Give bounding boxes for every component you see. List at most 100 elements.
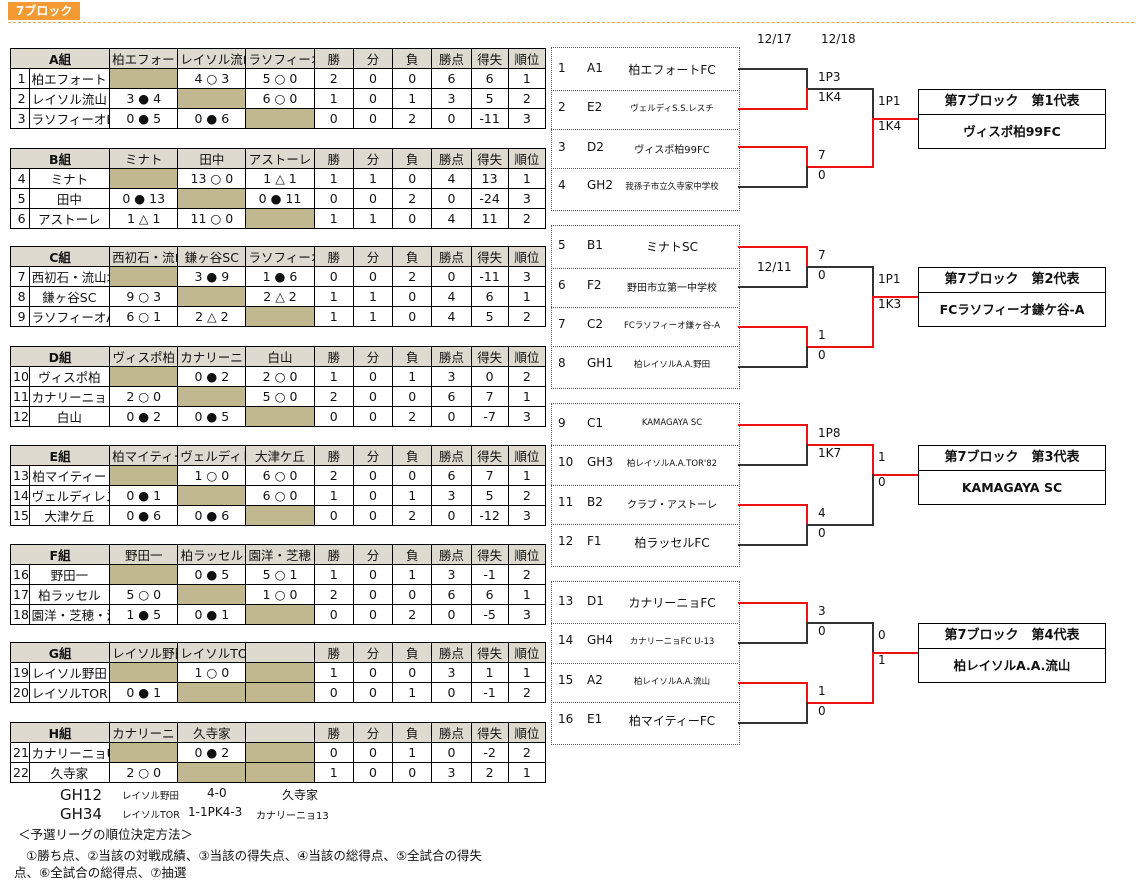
ranking-rule-title: ＜予選リーグの順位決定方法＞ [18, 827, 194, 842]
team-name: 田中 [28, 188, 111, 209]
team-name: 園洋・芝穂・酒井根 [28, 604, 111, 625]
stat-value: 6 [470, 286, 509, 307]
empty-header [245, 722, 315, 743]
stat-value: 3 [507, 108, 547, 129]
slot-code: F2 [587, 278, 602, 292]
match-result: 0 ● 2 [177, 742, 247, 763]
stat-value: 6 [431, 584, 472, 605]
team-number: 7 [10, 266, 30, 287]
stat-value: 0 [431, 742, 472, 763]
stat-value: 0 [392, 208, 433, 229]
stat-value: 2 [392, 266, 433, 287]
opponent-header: 西初石・流山北部 [109, 246, 179, 267]
opponent-header: レイソル野田 [109, 642, 179, 663]
bracket-line [738, 186, 808, 188]
team-number: 17 [10, 584, 30, 605]
slot-team: 柏レイソルA.A.野田 [633, 360, 711, 370]
team-name: 大津ケ丘 [28, 505, 111, 526]
team-number: 10 [10, 366, 30, 387]
slot-divider [551, 168, 738, 169]
slot-divider [551, 623, 738, 624]
gh12-row: GH12 レイソル野田 4-0 久寺家 [60, 786, 318, 804]
bracket-line [806, 424, 808, 445]
opponent-header: 柏マイティー [109, 445, 179, 466]
stat-header: 勝 [313, 642, 354, 663]
stat-value: 0 [352, 485, 394, 506]
stat-value: 3 [507, 266, 547, 287]
stat-header: 勝点 [431, 246, 472, 267]
match-result: 1 ○ 0 [245, 584, 315, 605]
match-result [245, 604, 315, 625]
gh12-away: 久寺家 [282, 788, 319, 802]
team-name: 西初石・流山北部 [28, 266, 111, 287]
slot-number: 15 [558, 673, 574, 687]
group-name: C組 [9, 246, 111, 267]
stat-value: 0 [352, 366, 394, 387]
slot-number: 13 [558, 594, 574, 608]
stat-header: 分 [352, 642, 394, 663]
stat-value: 0 [392, 465, 433, 486]
score-upper: 3 [818, 604, 826, 618]
team-name: 柏マイティー [28, 465, 111, 486]
bracket-line [806, 682, 808, 703]
gh12-label: GH12 [60, 786, 102, 804]
block-header: 7ブロック [8, 2, 1134, 23]
stat-value: 1 [313, 564, 354, 585]
score-lower: 0 [818, 268, 826, 282]
slot-divider [551, 663, 738, 664]
match-result [109, 742, 179, 763]
slot-divider [551, 129, 738, 130]
slot-team: 柏レイソルA.A.流山 [633, 677, 711, 687]
match-result: 5 ○ 0 [245, 386, 315, 407]
bracket-line [738, 504, 808, 506]
slot-code: D2 [587, 140, 604, 154]
score-lower: 1 [878, 653, 886, 667]
bracket-line [872, 622, 874, 653]
stat-header: 分 [352, 346, 394, 367]
team-number: 19 [10, 662, 30, 683]
stat-header: 勝点 [431, 346, 472, 367]
team-name: レイソルTOR [28, 682, 111, 703]
bracket-line [806, 602, 808, 623]
stat-value: 0 [313, 505, 354, 526]
score-upper: 1P1 [878, 94, 901, 108]
stat-value: 0 [352, 465, 394, 486]
slot-code: GH1 [587, 356, 613, 370]
score-lower: 0 [818, 704, 826, 718]
stat-header: 得失 [470, 48, 509, 69]
slot-code: A1 [587, 61, 603, 75]
match-result [177, 584, 247, 605]
stat-value: 3 [431, 564, 472, 585]
team-number: 9 [10, 306, 30, 327]
stat-value: 0 [431, 188, 472, 209]
bracket-line [738, 544, 808, 546]
stat-value: 0 [313, 188, 354, 209]
rep-box-2: 第7ブロック 第2代表 FCラソフィーオ鎌ケ谷-A [918, 267, 1106, 327]
bracket-line [738, 68, 808, 70]
match-result: 13 ○ 0 [177, 168, 247, 189]
bracket-line [738, 682, 808, 684]
score-lower: 1K7 [818, 446, 842, 460]
bracket-line [738, 326, 808, 328]
stat-header: 順位 [507, 544, 547, 565]
opponent-header: 田中 [177, 148, 247, 169]
stat-value: 3 [431, 485, 472, 506]
stat-value: 3 [431, 762, 472, 783]
gh12-score: 4-0 [207, 786, 227, 800]
stat-value: 0 [352, 584, 394, 605]
stat-value: -2 [470, 742, 509, 763]
slot-number: 3 [558, 140, 566, 154]
score-upper: 1P1 [878, 272, 901, 286]
